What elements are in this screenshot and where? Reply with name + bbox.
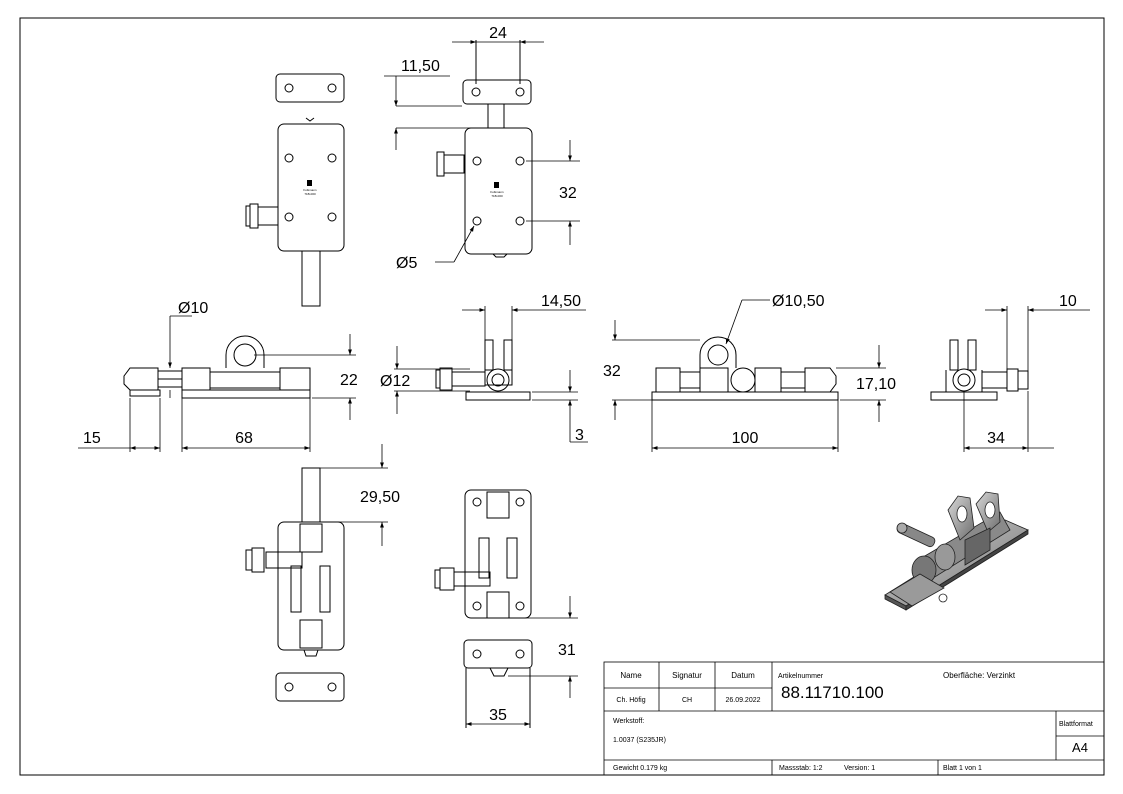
dim-29-50: 29,50 [360, 489, 400, 506]
dim-diameter-12: Ø12 [380, 373, 410, 390]
dim-32-top: 32 [559, 185, 577, 202]
dim-diameter-5: Ø5 [396, 255, 417, 272]
tb-version: Version: 1 [844, 765, 875, 772]
dim-17-10: 17,10 [856, 376, 896, 393]
tb-header-datum: Datum [731, 671, 755, 680]
dim-3: 3 [575, 427, 584, 444]
dim-11-50: 11,50 [401, 58, 440, 75]
dim-15: 15 [83, 430, 101, 447]
tb-gewicht: Gewicht 0.179 kg [613, 765, 667, 772]
view-top-left [245, 73, 345, 307]
view-side [435, 339, 531, 401]
tb-blattformat: A4 [1072, 740, 1088, 755]
tb-header-signatur: Signatur [672, 671, 702, 680]
tb-artikel-label: Artikelnummer [778, 673, 824, 680]
part-marking-logo-2: Folkmann 71B-000 [490, 182, 504, 198]
tb-massstab: Massstab: 1:2 [779, 765, 823, 772]
isometric-view [884, 491, 1029, 611]
dim-24: 24 [489, 25, 507, 42]
tb-werkstoff: 1.0037 (S235JR) [613, 737, 666, 744]
dim-31: 31 [558, 642, 576, 659]
dim-10: 10 [1059, 293, 1077, 310]
dim-100: 100 [732, 430, 759, 447]
dim-diameter-10: Ø10 [178, 300, 208, 317]
tb-oberflaeche: Oberfläche: Verzinkt [943, 671, 1016, 680]
tb-signatur: CH [682, 697, 692, 704]
dimension-lines-front-right [612, 299, 886, 452]
view-bottom-left [245, 467, 345, 702]
part-marking-code-2: 71B-000 [491, 194, 503, 198]
dimension-lines-top [384, 40, 580, 263]
drawing-border [19, 17, 1105, 776]
part-marking-brand: Folkmann [303, 188, 317, 192]
dimension-lines-side [394, 306, 588, 443]
view-side-right [930, 339, 1029, 401]
tb-blattformat-label: Blattformat [1059, 721, 1093, 728]
view-front-right [651, 336, 839, 401]
dim-14-50: 14,50 [541, 293, 581, 310]
tb-blatt: Blatt 1 von 1 [943, 765, 982, 772]
title-block [603, 661, 1105, 776]
dimension-lines-front-left [78, 315, 356, 452]
dim-34: 34 [987, 430, 1005, 447]
dimension-lines-side-right [963, 306, 1090, 452]
view-front-left [123, 335, 311, 399]
dim-32-front: 32 [603, 363, 621, 380]
dim-22: 22 [340, 372, 358, 389]
view-bottom-center [434, 489, 533, 728]
dim-68: 68 [235, 430, 253, 447]
part-marking-brand-2: Folkmann [490, 190, 504, 194]
view-top-center [436, 40, 533, 258]
tb-datum: 26.09.2022 [725, 697, 760, 704]
part-marking-code: 71B-000 [304, 192, 316, 196]
tb-header-name: Name [620, 671, 642, 680]
dim-35: 35 [489, 707, 507, 724]
tb-name: Ch. Höfig [616, 697, 645, 704]
dim-diameter-10-50: Ø10,50 [772, 293, 825, 310]
part-marking-logo: Folkmann 71B-000 [303, 180, 317, 196]
dimension-lines-bottom-left [320, 444, 388, 546]
tb-artikel-nummer: 88.11710.100 [781, 683, 884, 702]
dimension-lines-bottom-center [466, 596, 578, 726]
tb-werkstoff-label: Werkstoff: [613, 718, 644, 725]
